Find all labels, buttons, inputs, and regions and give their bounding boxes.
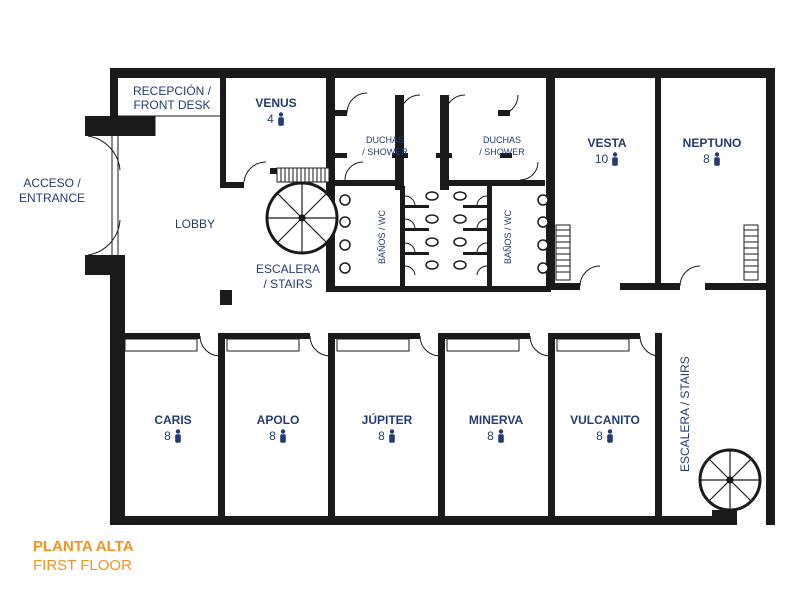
wc-label-left: BAÑOS / WC: [377, 210, 387, 265]
windows: [124, 167, 759, 352]
room-capacity: 8: [672, 152, 752, 166]
stairs-label-line1: ESCALERA: [255, 262, 321, 276]
room-name: MINERVA: [468, 413, 524, 427]
person-icon: [498, 429, 504, 443]
capacity-value: 8: [487, 429, 494, 443]
entrance-label-line2: ENTRANCE: [18, 191, 85, 205]
jupiter-window: [336, 338, 410, 352]
room-name: VENUS: [255, 96, 297, 110]
capacity-value: 8: [164, 429, 171, 443]
room-capacity: 10: [567, 152, 647, 166]
east-stairs-label: ESCALERA / STAIRS: [678, 356, 692, 472]
lobby-label: LOBBY: [174, 217, 216, 231]
room-name: NEPTUNO: [682, 136, 742, 150]
room-capacity: 8: [133, 429, 213, 443]
room-name: JÚPITER: [361, 413, 413, 427]
shower-label-left-1: DUCHAS: [365, 135, 404, 145]
vulcanito-window: [556, 338, 630, 352]
person-icon: [612, 152, 618, 166]
person-icon: [714, 152, 720, 166]
capacity-value: 10: [594, 152, 609, 166]
entrance-label-line1: ACCESO /: [23, 176, 81, 190]
stairs-label-line2: / STAIRS: [263, 277, 313, 291]
minerva-window: [446, 338, 520, 352]
caris-window: [124, 338, 198, 352]
room-capacity: 8: [238, 429, 318, 443]
room-capacity: 8: [560, 429, 650, 443]
room-name: APOLO: [256, 413, 300, 427]
wc-label-right: BAÑOS / WC: [503, 210, 513, 265]
spiral-stairs-icon: [698, 448, 762, 512]
person-icon: [175, 429, 181, 443]
shower-label-left-2: / SHOWER: [362, 147, 408, 157]
walls: [85, 68, 775, 525]
capacity-value: 8: [269, 429, 276, 443]
apolo-window: [226, 338, 300, 352]
capacity-value: 8: [378, 429, 385, 443]
capacity-value: 8: [596, 429, 603, 443]
window-hatching: [280, 168, 758, 273]
room-name: VULCANITO: [570, 413, 640, 427]
floor-title: PLANTA ALTA: [33, 538, 134, 555]
reception-label: RECEPCIÓN / FRONT DESK: [132, 84, 211, 112]
floor-subtitle: FIRST FLOOR: [33, 557, 132, 574]
wc-fixtures: [339, 191, 549, 274]
room-capacity: 8: [456, 429, 536, 443]
door-swings: [87, 92, 701, 357]
person-icon: [278, 112, 284, 126]
person-icon: [280, 429, 286, 443]
shower-label-right-1: DUCHAS: [482, 135, 521, 145]
room-capacity: 8: [347, 429, 427, 443]
shower-label-right-2: / SHOWER: [479, 147, 525, 157]
room-name: VESTA: [587, 136, 627, 150]
person-icon: [389, 429, 395, 443]
spiral-stairs-icon: [265, 181, 339, 255]
room-name: CARIS: [154, 413, 192, 427]
capacity-value: 4: [267, 112, 274, 126]
person-icon: [607, 429, 613, 443]
capacity-value: 8: [703, 152, 710, 166]
room-capacity: 4: [236, 112, 316, 126]
